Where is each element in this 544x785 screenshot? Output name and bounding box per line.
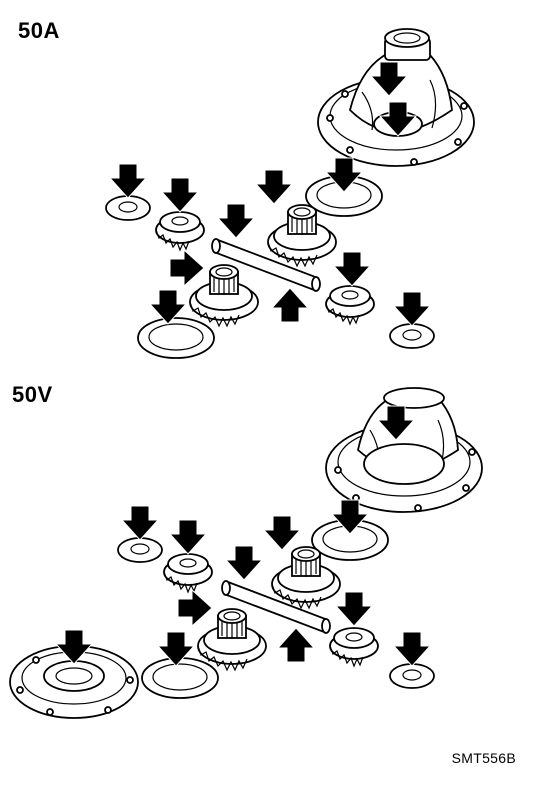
down-arrow-icon [333, 251, 371, 287]
differential-case [325, 387, 483, 513]
pinion-gear [163, 553, 213, 593]
assembly-50a [105, 28, 475, 359]
section-label-50v: 50V [12, 382, 53, 407]
differential-case-cover [9, 645, 139, 719]
down-arrow-icon [225, 545, 263, 581]
down-arrow-icon [335, 591, 373, 627]
up-arrow-icon [277, 627, 315, 663]
side-gear [189, 264, 259, 327]
down-arrow-icon [263, 515, 301, 551]
thrust-washer [105, 195, 151, 221]
down-arrow-icon [121, 505, 159, 541]
right-arrow-icon [169, 249, 205, 287]
down-arrow-icon [393, 631, 431, 667]
thrust-washer [141, 657, 219, 699]
thrust-washer [117, 537, 163, 563]
down-arrow-icon [255, 169, 293, 205]
up-arrow-icon [271, 287, 309, 323]
side-gear [197, 608, 267, 671]
pinion-gear [329, 627, 379, 667]
thrust-washer [389, 663, 435, 689]
pinion-gear [155, 211, 205, 251]
thrust-washer [137, 317, 215, 359]
section-label-50a: 50A [18, 18, 60, 43]
figure-id: SMT556B [451, 750, 516, 766]
down-arrow-icon [393, 291, 431, 327]
down-arrow-icon [161, 177, 199, 213]
assembly-50v [9, 387, 483, 719]
down-arrow-icon [169, 519, 207, 555]
differential-case [317, 28, 475, 167]
thrust-washer [389, 323, 435, 349]
right-arrow-icon [177, 589, 213, 627]
pinion-gear [325, 285, 375, 325]
down-arrow-icon [109, 163, 147, 199]
down-arrow-icon [217, 203, 255, 239]
